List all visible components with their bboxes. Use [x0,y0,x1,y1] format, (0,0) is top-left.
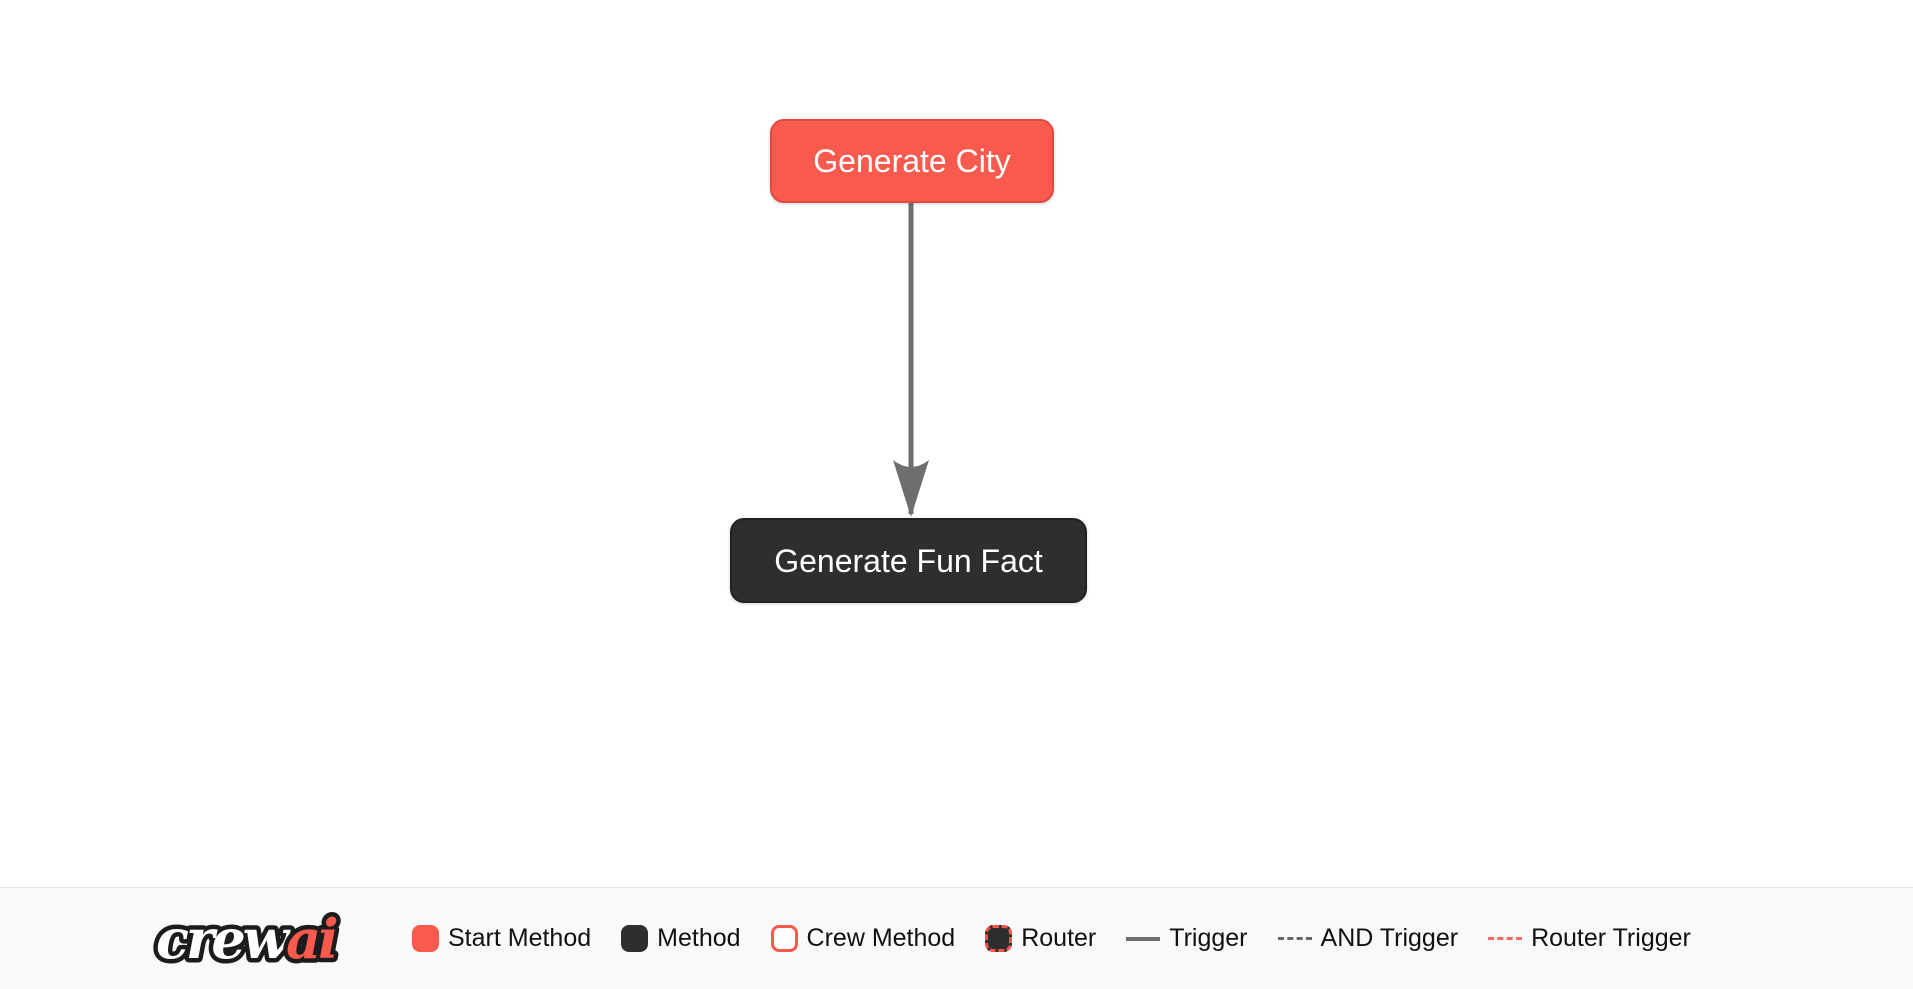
router-swatch-icon [985,925,1013,952]
crew-method-swatch-icon [770,925,798,952]
flow-node-generate-city[interactable]: Generate City [770,119,1054,203]
logo-text-crew: crew [156,907,292,971]
crewai-logo-icon: crewai [152,902,345,975]
legend-item-router: Router [985,924,1096,953]
legend-item-and-trigger: AND Trigger [1277,924,1459,953]
logo-text-ai: ai [286,907,337,971]
legend-item-method: Method [621,924,741,953]
method-swatch-icon [621,925,649,952]
trigger-arrowhead-icon [893,460,929,517]
legend-label: Start Method [448,924,592,952]
legend-label: Trigger [1169,924,1248,952]
router-trigger-line-icon [1488,937,1523,940]
trigger-line-icon [1126,936,1161,941]
flow-node-label: Generate Fun Fact [774,542,1043,579]
legend-items: Start Method Method Crew Method Router T… [412,924,1691,953]
legend-item-start-method: Start Method [412,924,591,953]
legend-item-crew-method: Crew Method [770,924,956,953]
legend-label: Router Trigger [1531,924,1691,952]
legend-item-router-trigger: Router Trigger [1488,924,1691,953]
legend-bar: crewai Start Method Method Crew Method R… [0,887,1913,989]
legend-item-trigger: Trigger [1126,924,1248,953]
legend-label: AND Trigger [1320,924,1459,952]
legend-label: Method [657,924,741,952]
flow-node-generate-fun-fact[interactable]: Generate Fun Fact [730,518,1087,603]
and-trigger-line-icon [1277,937,1312,940]
svg-text:crewai: crewai [156,907,337,971]
legend-label: Crew Method [806,924,956,952]
flow-node-label: Generate City [813,143,1011,179]
flow-canvas[interactable]: Generate City Generate Fun Fact [0,0,1913,887]
legend-label: Router [1021,924,1097,952]
crewai-logo: crewai [152,900,378,978]
start-method-swatch-icon [412,925,439,952]
